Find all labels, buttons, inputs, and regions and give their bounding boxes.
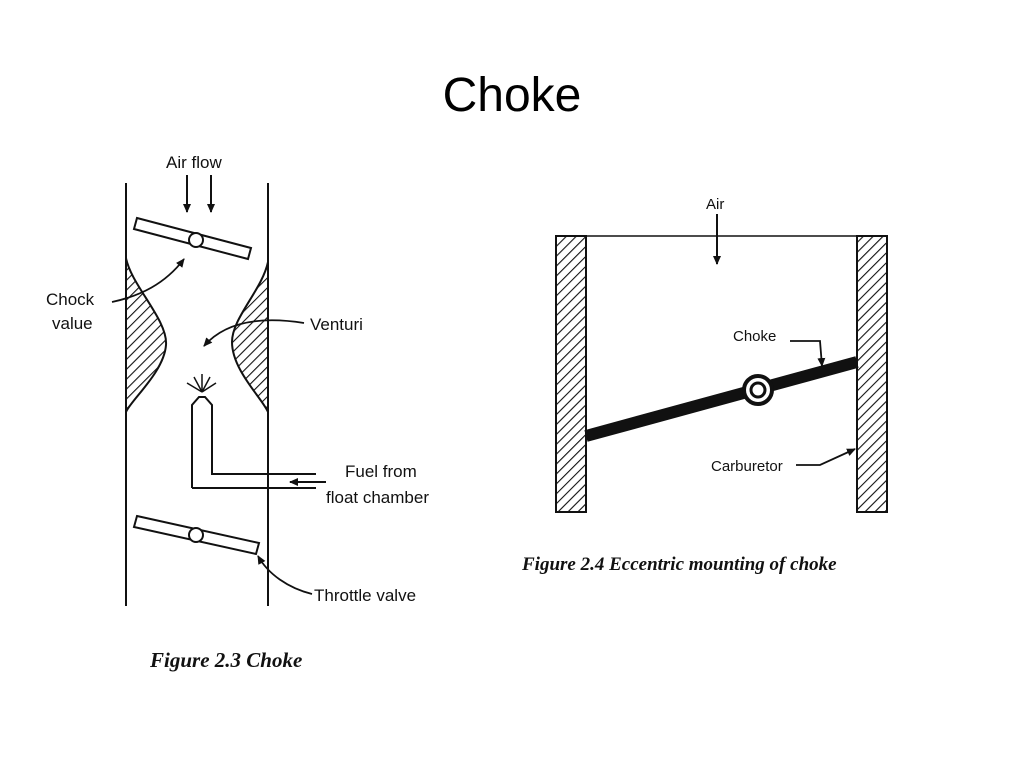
slide-title: Choke xyxy=(442,69,582,122)
label-venturi: Venturi xyxy=(310,315,363,334)
label-choke: Choke xyxy=(733,328,776,345)
choke-plate xyxy=(584,356,859,442)
throttle-valve-pivot xyxy=(188,527,204,543)
label-air-flow: Air flow xyxy=(166,153,222,172)
choke-valve-pivot xyxy=(188,232,204,248)
throttle-valve-leader xyxy=(257,555,313,595)
label-carburetor: Carburetor xyxy=(711,458,783,475)
caption-figure-2-3: Figure 2.3 Choke xyxy=(149,648,302,672)
label-fuel-line2: float chamber xyxy=(326,488,429,507)
label-choke-valve-line2: value xyxy=(52,314,93,333)
carburetor-wall-right xyxy=(856,235,888,513)
venturi-leader xyxy=(203,319,305,347)
choke-pivot-inner xyxy=(749,381,767,399)
carburetor-wall-left xyxy=(555,235,587,513)
choke-valve-leader xyxy=(111,258,185,303)
venturi-left xyxy=(125,257,168,413)
label-choke-valve-line1: Chock xyxy=(46,290,95,309)
fuel-nozzle xyxy=(191,396,316,489)
choke-leader xyxy=(790,340,826,367)
venturi-right xyxy=(230,261,269,413)
label-throttle-valve: Throttle valve xyxy=(314,586,416,605)
fuel-spray-icon xyxy=(186,374,217,393)
carburetor-leader xyxy=(796,448,856,466)
figure-2-3: Air flow Chock value Venturi Fuel from f… xyxy=(46,153,429,672)
label-air: Air xyxy=(706,196,724,213)
figure-2-4: Air Choke Carburetor Figure 2.4 Eccentri… xyxy=(521,196,888,575)
caption-figure-2-4: Figure 2.4 Eccentric mounting of choke xyxy=(521,554,837,575)
label-fuel-line1: Fuel from xyxy=(345,462,417,481)
